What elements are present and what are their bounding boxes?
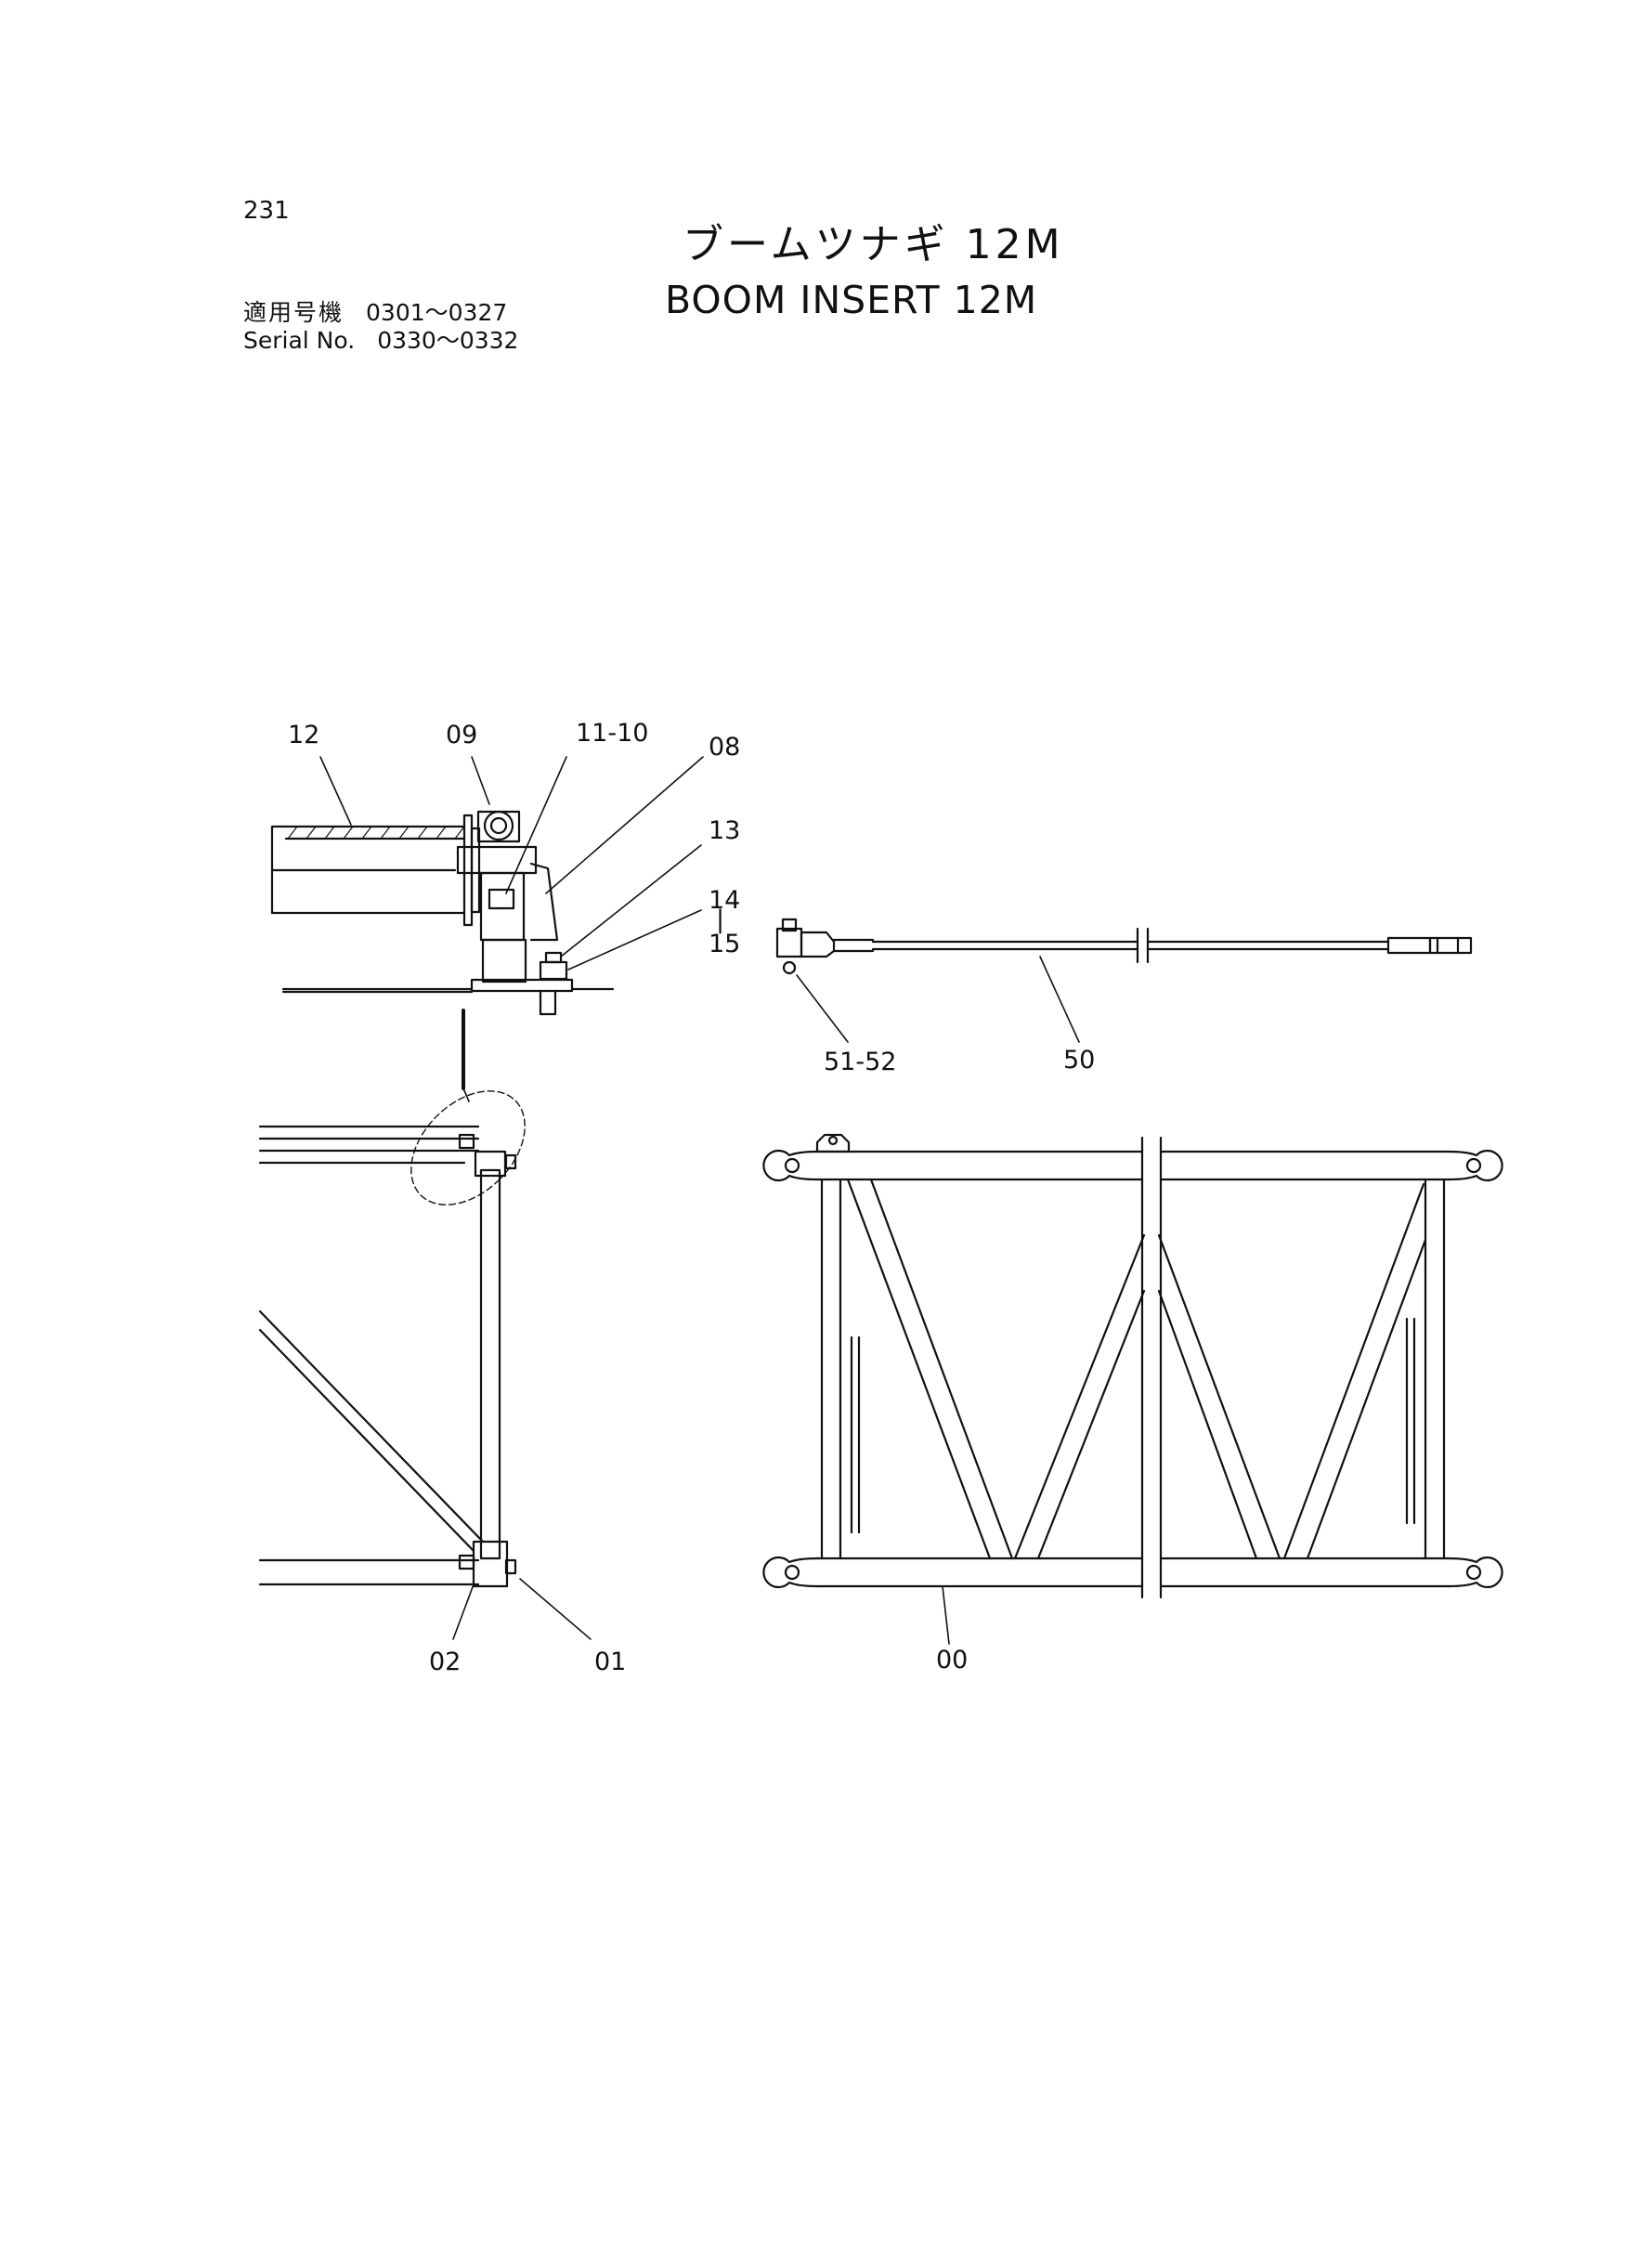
serial-label-japanese: 適用号機 xyxy=(243,299,345,326)
callout-08: 08 xyxy=(709,733,740,762)
serial-line-japanese: 適用号機 0301～0327 xyxy=(243,301,507,324)
callout-51-52: 51-52 xyxy=(824,1048,896,1076)
serial-label-english: Serial No. xyxy=(243,327,356,354)
serial-range-english: 0330～0332 xyxy=(377,327,519,354)
callout-09: 09 xyxy=(446,721,477,749)
callout-labels: 12 09 11-10 08 13 14 | 15 51-52 50 02 01… xyxy=(288,719,1095,1676)
callout-00: 00 xyxy=(936,1646,968,1674)
callout-50: 50 xyxy=(1063,1046,1095,1075)
callout-11-10: 11-10 xyxy=(576,719,648,748)
boom-lattice-frame xyxy=(762,1133,1503,1599)
tie-bar xyxy=(775,918,1473,975)
callout-01: 01 xyxy=(594,1648,626,1676)
detail-leaders xyxy=(319,756,704,971)
title-japanese: ブームツナギ 12M xyxy=(683,221,1064,268)
frame-leader xyxy=(942,1585,950,1645)
serial-range-japanese: 0301～0327 xyxy=(366,299,508,326)
callout-15: 15 xyxy=(709,930,740,958)
callout-14-15-dash: | xyxy=(716,905,724,934)
serial-line-english: Serial No. 0330～0332 xyxy=(243,329,518,352)
title-english: BOOM INSERT 12M xyxy=(665,278,1038,322)
callout-13: 13 xyxy=(709,816,740,845)
callout-12: 12 xyxy=(288,721,319,749)
side-view xyxy=(258,1090,526,1588)
callout-02: 02 xyxy=(429,1648,461,1676)
detail-view xyxy=(270,810,615,1016)
tie-bar-leaders xyxy=(796,956,1080,1043)
side-leaders xyxy=(452,1578,592,1640)
callout-14: 14 xyxy=(709,886,740,915)
page-number: 231 xyxy=(243,197,290,225)
